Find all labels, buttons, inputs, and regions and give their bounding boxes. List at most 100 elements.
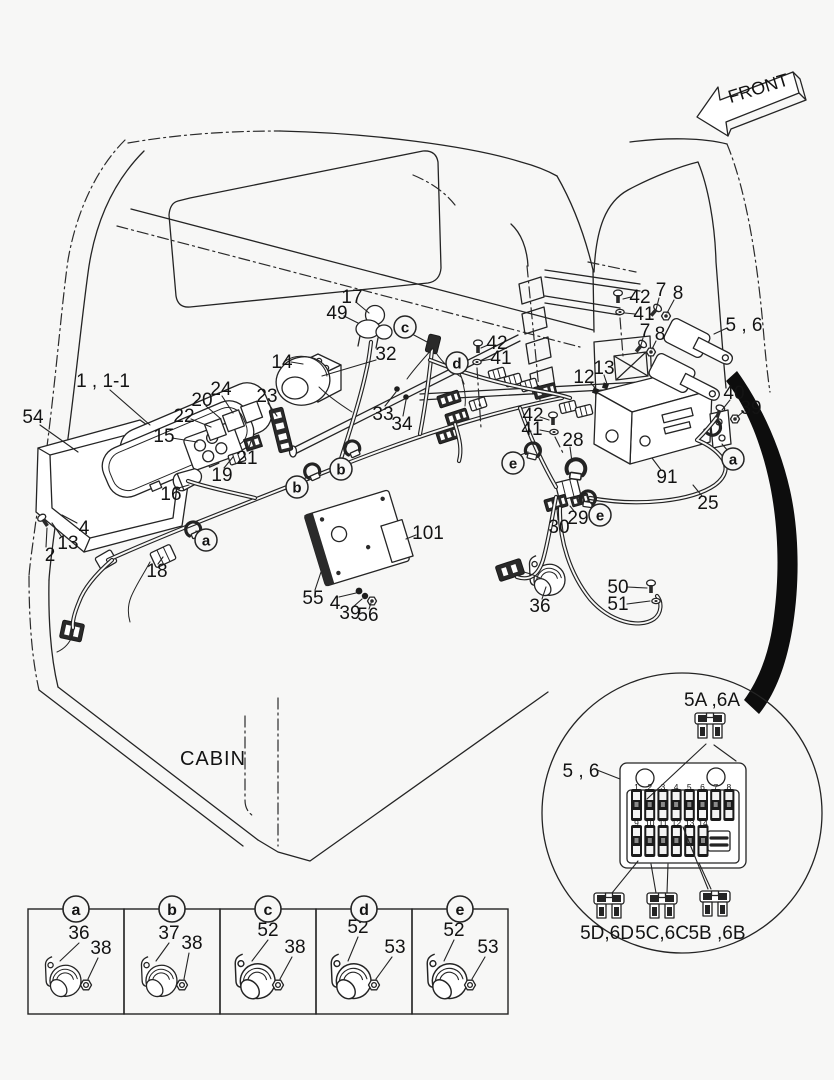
callout-7: 7 (656, 280, 667, 301)
svg-text:e: e (596, 508, 604, 525)
svg-text:10: 10 (645, 818, 655, 828)
callout-18: 18 (146, 561, 167, 582)
callout-42: 42 (629, 287, 650, 308)
connector-cluster-29-30 (543, 477, 591, 513)
bolt-glyph-b (175, 979, 189, 991)
svg-text:13: 13 (685, 818, 695, 828)
front-arrow: FRONT (696, 70, 807, 137)
svg-text:3: 3 (661, 782, 666, 792)
detail-bottom-label-1: 5D,6D (580, 923, 634, 944)
callout-16: 16 (160, 484, 181, 505)
callout-4: 4 (79, 518, 90, 539)
legend-marker-d (350, 895, 378, 923)
door-edge-swoosh (726, 371, 798, 714)
legend-part-38: 38 (181, 933, 202, 954)
legend-marker-b (158, 895, 186, 923)
svg-text:a: a (72, 902, 81, 919)
svg-text:b: b (336, 462, 345, 479)
leader-lines (39, 296, 745, 610)
callout-28: 28 (562, 430, 583, 451)
detail-box-label: 5 , 6 (563, 761, 600, 782)
callout-34: 34 (391, 414, 413, 435)
legend-part-38: 38 (90, 938, 111, 959)
cabin-label: CABIN (180, 748, 246, 770)
components (35, 304, 733, 643)
svg-text:1: 1 (634, 782, 639, 792)
relay-blocks (203, 400, 264, 442)
svg-text:12: 12 (672, 818, 682, 828)
callout-41: 41 (521, 419, 542, 440)
legend-marker-c (254, 895, 282, 923)
callout-20: 20 (191, 390, 212, 411)
callout-30: 30 (548, 517, 569, 538)
callout-33: 33 (372, 404, 393, 425)
horn-glyph-b (137, 951, 181, 1003)
fuse-slot-10 (644, 825, 656, 857)
legend-marker-e (446, 895, 474, 923)
horn-glyph-a (41, 951, 85, 1003)
rear-wall-louvers (518, 265, 556, 401)
bolt-glyph-e (463, 979, 477, 991)
callout-21: 21 (236, 448, 257, 469)
marker-d: d (445, 351, 469, 375)
callout-42: 42 (486, 333, 507, 354)
fuse-slot-14 (697, 825, 709, 857)
bolt-glyph-a (79, 979, 93, 991)
marker-a: a (721, 447, 745, 471)
marker-a: a (194, 528, 218, 552)
callout-22: 22 (173, 406, 194, 427)
svg-text:e: e (509, 456, 517, 473)
svg-text:a: a (729, 452, 738, 469)
svg-text:9: 9 (634, 818, 639, 828)
fuse-5c6c (646, 892, 678, 919)
callout-32: 32 (375, 344, 396, 365)
fuse-slot-5 (683, 789, 695, 821)
horn-button (355, 304, 393, 349)
fuse-holders-5-6 (648, 317, 733, 401)
marker-b: b (285, 475, 309, 499)
fuse-slot-2 (644, 789, 656, 821)
callout-25: 25 (697, 493, 718, 514)
callout-42: 42 (522, 405, 543, 426)
svg-text:d: d (452, 356, 461, 373)
callout-19: 19 (211, 465, 232, 486)
callout-39: 39 (740, 398, 761, 419)
callout-50: 50 (607, 577, 628, 598)
callout-12: 12 (573, 367, 594, 388)
callout-51: 51 (607, 594, 628, 615)
callout-7: 7 (640, 321, 651, 342)
radio-91 (593, 371, 713, 465)
marker-e: e (501, 451, 525, 475)
legend-part-52: 52 (257, 920, 278, 941)
svg-text:c: c (401, 320, 409, 337)
detail-bottom-label-3: 5B ,6B (688, 923, 745, 944)
legend-part-53: 53 (384, 937, 405, 958)
horn-glyph-d (326, 948, 375, 1006)
callout-101: 101 (412, 523, 444, 544)
svg-text:e: e (456, 902, 465, 919)
callout-41: 41 (633, 304, 654, 325)
marker-b: b (329, 457, 353, 481)
svg-text:c: c (264, 902, 273, 919)
legend-part-37: 37 (158, 923, 179, 944)
callout-1,1-1: 1 , 1-1 (76, 371, 130, 392)
connector-strip-23 (268, 406, 294, 454)
fuse-slot-12 (670, 825, 682, 857)
svg-text:a: a (202, 533, 211, 550)
svg-text:14: 14 (698, 818, 708, 828)
callout-41: 41 (490, 348, 511, 369)
callout-29: 29 (567, 508, 588, 529)
svg-text:d: d (359, 902, 369, 919)
callout-15: 15 (153, 426, 174, 447)
callout-23: 23 (256, 386, 277, 407)
fuse-slot-1 (631, 789, 642, 821)
switch-panel-15 (183, 421, 243, 471)
legend-marker-a (62, 895, 90, 923)
legend-part-53: 53 (477, 937, 498, 958)
callout-54: 54 (22, 407, 44, 428)
